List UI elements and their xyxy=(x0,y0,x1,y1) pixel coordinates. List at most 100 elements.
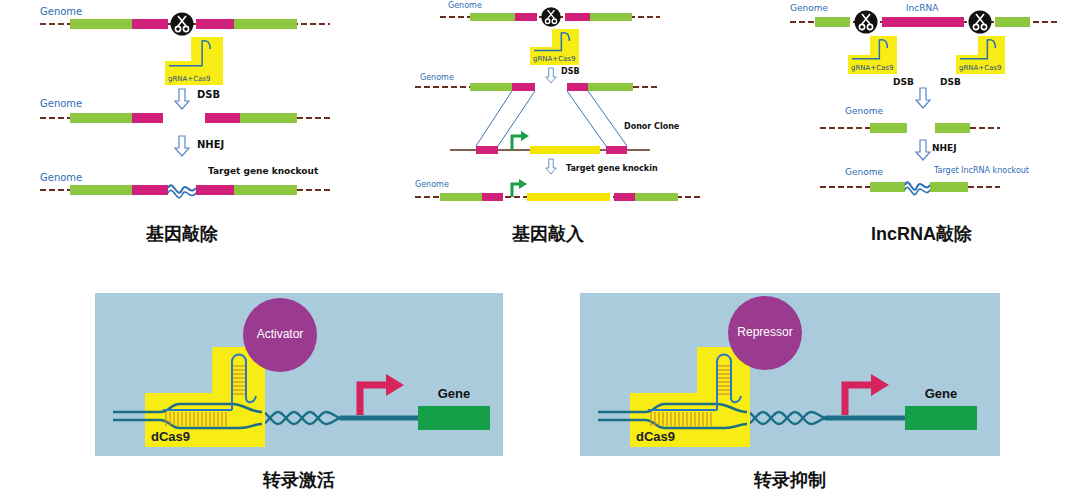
grna-hook xyxy=(169,41,210,66)
genome-row xyxy=(995,17,1030,27)
grna-hook xyxy=(534,33,569,51)
annotation-label: NHEJ xyxy=(932,143,957,153)
donor-row xyxy=(450,131,650,154)
base-pair xyxy=(233,377,245,378)
base-pair xyxy=(718,365,730,366)
node-text: Repressor xyxy=(737,326,792,340)
base-pair xyxy=(205,412,206,426)
genome-row xyxy=(70,19,132,29)
base-pair xyxy=(201,412,202,426)
genome-row xyxy=(440,193,482,201)
grna-strand xyxy=(648,409,717,411)
annotation-label: Target gene knockin xyxy=(566,164,658,173)
grna-strand xyxy=(163,409,232,411)
circle-outline xyxy=(243,298,317,372)
genome-row xyxy=(415,179,700,201)
base-pair xyxy=(698,412,699,426)
base-pair xyxy=(718,373,730,374)
genome-row xyxy=(930,182,968,192)
base-pair xyxy=(181,412,182,426)
base-pair xyxy=(662,412,663,426)
base-pair xyxy=(718,369,730,370)
dcas9-protein: dCas9 xyxy=(630,347,750,447)
genome-row xyxy=(519,179,527,189)
base-pair xyxy=(658,412,659,426)
donor-row xyxy=(476,146,498,154)
panel-caption: 转录激活 xyxy=(263,470,335,491)
illustration xyxy=(747,374,905,424)
genome-row xyxy=(40,113,330,123)
cas9-complex: gRNA+Cas9 xyxy=(956,36,1005,74)
base-pair xyxy=(682,412,683,426)
base-pair xyxy=(654,412,655,426)
genome-row xyxy=(567,83,588,91)
base-pair xyxy=(185,412,186,426)
base-pair xyxy=(233,365,245,366)
genome-row xyxy=(565,13,590,21)
base-pair xyxy=(221,412,222,426)
base-pair xyxy=(718,385,730,386)
genome-row xyxy=(240,113,297,123)
annotation-label: Genome xyxy=(420,73,454,82)
annotation-label: Genome xyxy=(845,167,883,177)
genome-row xyxy=(168,190,196,197)
homology-line xyxy=(476,91,627,146)
base-pair xyxy=(233,393,245,394)
illustration xyxy=(175,89,189,109)
genome-row xyxy=(40,117,70,119)
genome-row xyxy=(205,113,240,123)
panel-caption: 基因敲入 xyxy=(512,224,584,245)
donor-row xyxy=(606,146,627,154)
genome-row xyxy=(905,187,930,194)
base-pair xyxy=(650,412,651,426)
genome-row xyxy=(132,185,168,195)
genome-row xyxy=(820,182,1000,195)
annotation-label: Genome xyxy=(448,1,482,10)
base-pair xyxy=(233,381,245,382)
genome-row xyxy=(415,83,660,91)
genome-row xyxy=(40,13,330,36)
annotation-label: Genome xyxy=(40,6,82,18)
donor-row xyxy=(521,131,529,141)
genome-row xyxy=(470,83,512,91)
genome-row xyxy=(969,11,992,34)
genome-row xyxy=(234,185,297,195)
complex-outline xyxy=(145,347,265,447)
circle-outline xyxy=(728,296,802,370)
annotation-label: Genome xyxy=(40,98,82,110)
genome-row xyxy=(633,86,660,88)
genome-row xyxy=(541,7,561,27)
annotation-label: NHEJ xyxy=(197,139,224,151)
dna-strand xyxy=(113,404,262,412)
genome-row xyxy=(70,185,132,195)
base-pair xyxy=(225,412,226,426)
genome-row xyxy=(882,17,964,27)
genome-row xyxy=(512,83,535,91)
base-pair xyxy=(674,412,675,426)
annotation-label: Genome xyxy=(40,172,82,184)
homology-line xyxy=(588,91,627,146)
repressor-circle: Repressor xyxy=(728,296,802,370)
genome-row xyxy=(870,123,907,133)
dna-strand xyxy=(598,404,747,412)
genome-row xyxy=(588,83,633,91)
genome-row xyxy=(855,11,878,34)
annotation-label: Target gene knockout xyxy=(208,166,318,176)
base-pair xyxy=(197,412,198,426)
illustration xyxy=(916,88,930,108)
genome-row xyxy=(470,13,515,21)
panel-caption: 转录抑制 xyxy=(754,470,826,491)
base-pair xyxy=(718,389,730,390)
base-pair xyxy=(233,369,245,370)
genome-row xyxy=(196,185,234,195)
illustration xyxy=(175,136,189,156)
base-pair xyxy=(193,412,194,426)
gene-box: Gene xyxy=(905,406,977,430)
genome-row xyxy=(970,127,1000,129)
base-pair xyxy=(233,389,245,390)
complex-outline xyxy=(630,347,750,447)
genome-row xyxy=(820,127,870,129)
activator-circle: Activator xyxy=(243,298,317,372)
genome-row xyxy=(968,186,1000,188)
genome-row xyxy=(70,113,132,123)
